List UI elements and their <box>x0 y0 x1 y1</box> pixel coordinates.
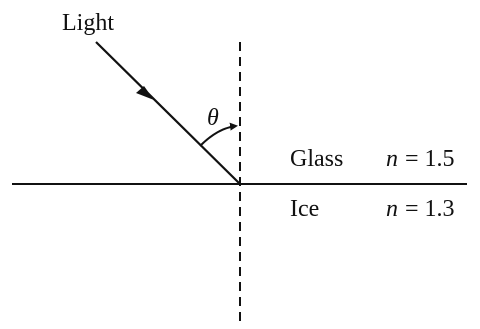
upper-medium-n-value: = 1.5 <box>405 146 455 172</box>
ray-label: Light <box>62 10 114 36</box>
lower-medium-n-value: = 1.3 <box>405 196 455 222</box>
angle-arc <box>199 122 238 147</box>
incident-ray <box>95 41 241 185</box>
upper-medium-n-symbol: n <box>386 146 398 172</box>
lower-medium-name: Ice <box>290 196 319 222</box>
upper-medium-name: Glass <box>290 146 343 172</box>
angle-label: θ <box>207 105 219 131</box>
ray-arrow-icon <box>136 86 154 100</box>
lower-medium-n-symbol: n <box>386 196 398 222</box>
